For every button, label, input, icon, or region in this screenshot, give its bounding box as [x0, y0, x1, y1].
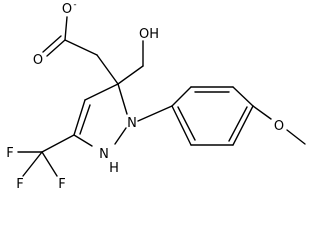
bond-ch2-c5 — [96, 54, 119, 85]
structure-drawing: O - O OH N N H O F F F — [6, 0, 306, 192]
atom-n1: N — [127, 116, 137, 131]
bond-n1-c5 — [117, 83, 128, 115]
bond-carboxyl-ch2 — [64, 39, 98, 56]
charge-minus: - — [73, 0, 76, 10]
bond-c3-n2 — [73, 134, 93, 147]
bond-c4-c3-a — [73, 99, 86, 136]
bonds — [17, 16, 306, 177]
atom-n2-h: H — [109, 161, 119, 176]
atom-hydroxyl: OH — [139, 27, 159, 42]
bond-c5-c4 — [84, 83, 119, 101]
bond-ar4-o — [252, 105, 272, 120]
bond-c3-cf3 — [41, 134, 75, 153]
atom-methoxy-o: O — [274, 119, 284, 134]
bond-ar3-ar4 — [232, 86, 254, 107]
bond-cf3-f3 — [41, 151, 58, 177]
molecule-structure: O - O OH N N H O F F F — [6, 0, 306, 192]
atom-o-minus: O — [62, 2, 72, 17]
atom-n2: N — [99, 147, 109, 162]
atom-fluorine-3: F — [58, 177, 65, 192]
bond-n2-n1 — [114, 127, 127, 145]
bond-ar1-ar2 — [171, 86, 192, 107]
atom-fluorine-2: F — [16, 177, 23, 192]
bond-c-o-minus — [64, 16, 68, 41]
bond-c4-c3-b — [79, 104, 91, 135]
bond-ar4-ar5-inner — [228, 106, 248, 142]
bond-c-o-double-b — [42, 35, 62, 53]
atom-o-double: O — [33, 53, 43, 68]
atom-labels: O - O OH N N H O F F F — [6, 0, 284, 192]
bond-o-ch3 — [286, 129, 306, 145]
atom-fluorine-1: F — [6, 146, 13, 161]
bond-c5-ch2oh — [117, 65, 144, 85]
bond-ar4-ar5 — [232, 105, 254, 146]
bond-c-o-double-a — [46, 39, 66, 57]
bond-cf3-f2 — [22, 151, 43, 177]
bond-ar6-ar1-inner — [177, 106, 196, 141]
bond-n1-aryl — [137, 105, 173, 122]
bond-ar6-ar1 — [171, 105, 192, 146]
